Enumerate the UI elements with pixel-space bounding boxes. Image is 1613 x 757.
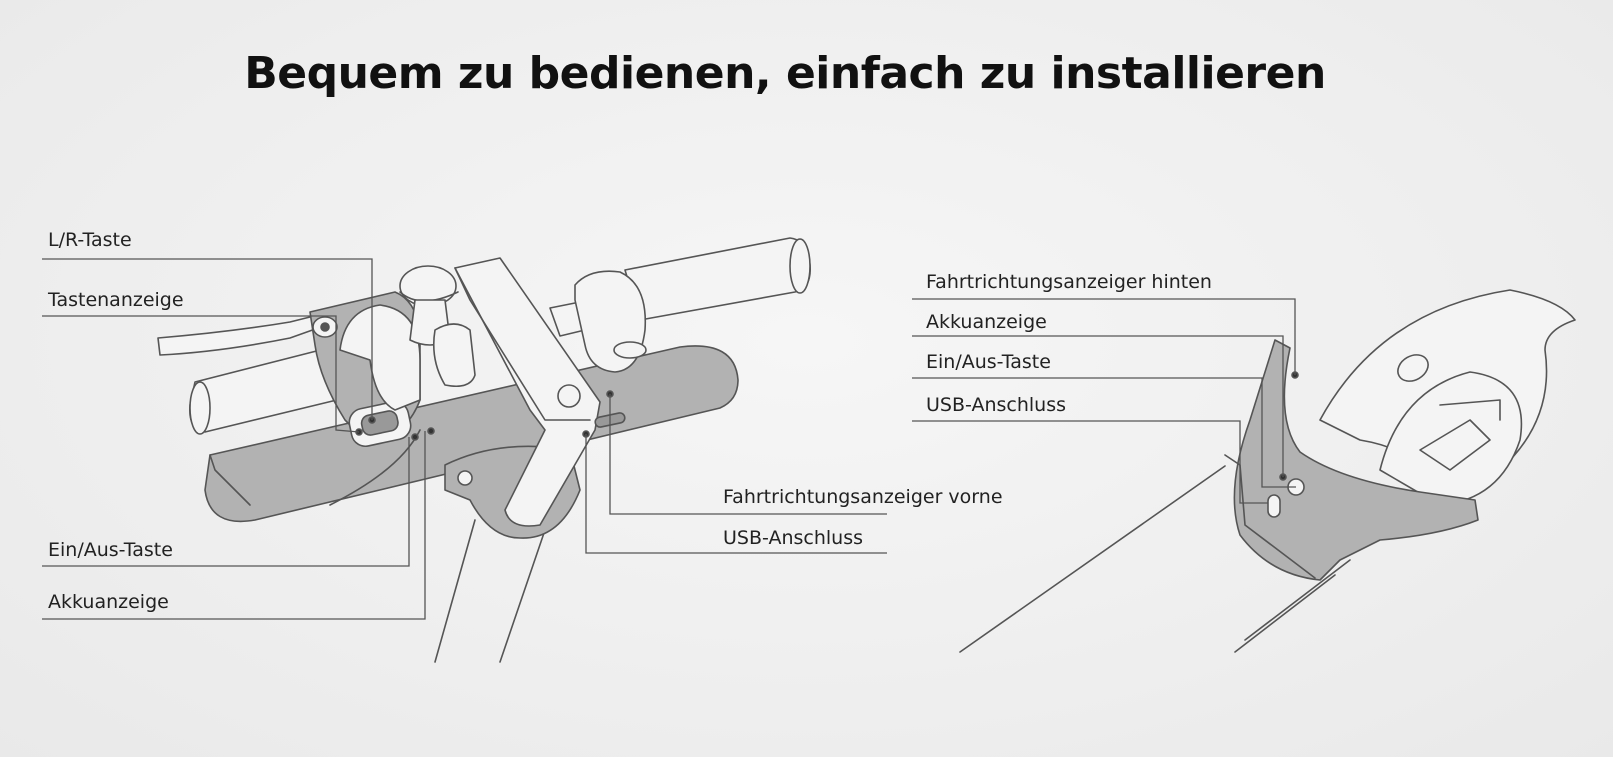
label-usb-port-rear: USB-Anschluss	[926, 394, 1066, 416]
label-power-button-front: Ein/Aus-Taste	[48, 539, 173, 561]
label-button-indicator: Tastenanzeige	[48, 289, 184, 311]
label-power-button-rear: Ein/Aus-Taste	[926, 351, 1051, 373]
rear-fender-illustration	[959, 289, 1576, 653]
label-lr-button: L/R-Taste	[48, 229, 132, 251]
label-front-turn-signal: Fahrtrichtungsanzeiger vorne	[723, 486, 1003, 508]
label-usb-port-front: USB-Anschluss	[723, 527, 863, 549]
handlebar-illustration	[157, 237, 812, 663]
label-battery-indicator-front: Akkuanzeige	[48, 591, 169, 613]
page-title: Bequem zu bedienen, einfach zu installie…	[244, 48, 1326, 99]
label-rear-turn-signal: Fahrtrichtungsanzeiger hinten	[926, 271, 1212, 293]
leader-lines	[42, 258, 1296, 620]
label-battery-indicator-rear: Akkuanzeige	[926, 311, 1047, 333]
